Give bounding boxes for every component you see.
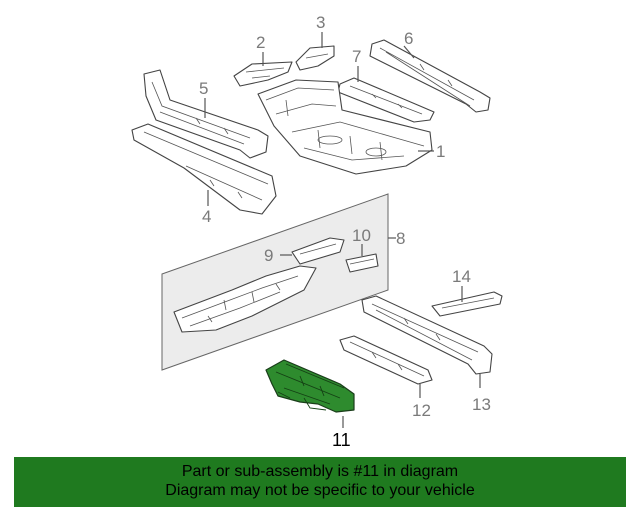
banner-line-1: Part or sub-assembly is #11 in diagram xyxy=(181,463,459,480)
callout-7: 7 xyxy=(352,47,361,66)
callout-4: 4 xyxy=(202,207,211,226)
callout-13: 13 xyxy=(472,395,491,414)
part-4 xyxy=(131,123,277,215)
frame-assembly xyxy=(173,265,317,333)
callout-6: 6 xyxy=(404,29,413,48)
part-14 xyxy=(431,291,503,317)
part-13 xyxy=(361,295,493,375)
part-7 xyxy=(337,77,435,123)
callout-10: 10 xyxy=(352,226,371,245)
parts-diagram: 2 3 6 7 1 5 4 8 xyxy=(131,13,503,450)
callout-2: 2 xyxy=(256,33,265,52)
part-9 xyxy=(291,237,345,265)
part-2 xyxy=(233,61,293,87)
part-3 xyxy=(295,45,335,71)
part-11-highlighted xyxy=(265,359,355,413)
callout-12: 12 xyxy=(412,401,431,420)
callout-3: 3 xyxy=(316,13,325,32)
part-5 xyxy=(143,69,269,159)
callout-9: 9 xyxy=(264,246,273,265)
part-10 xyxy=(345,253,379,273)
callout-8: 8 xyxy=(396,229,405,248)
part-6 xyxy=(369,39,491,113)
callout-11: 11 xyxy=(332,430,351,450)
part-1 xyxy=(257,79,433,175)
callout-14: 14 xyxy=(452,267,471,286)
callout-1: 1 xyxy=(436,142,445,161)
banner-line-2: Diagram may not be specific to your vehi… xyxy=(165,482,475,499)
part-12 xyxy=(339,335,433,385)
leader-6 xyxy=(403,45,415,59)
callout-5: 5 xyxy=(199,79,208,98)
info-banner: Part or sub-assembly is #11 in diagram D… xyxy=(14,457,626,507)
